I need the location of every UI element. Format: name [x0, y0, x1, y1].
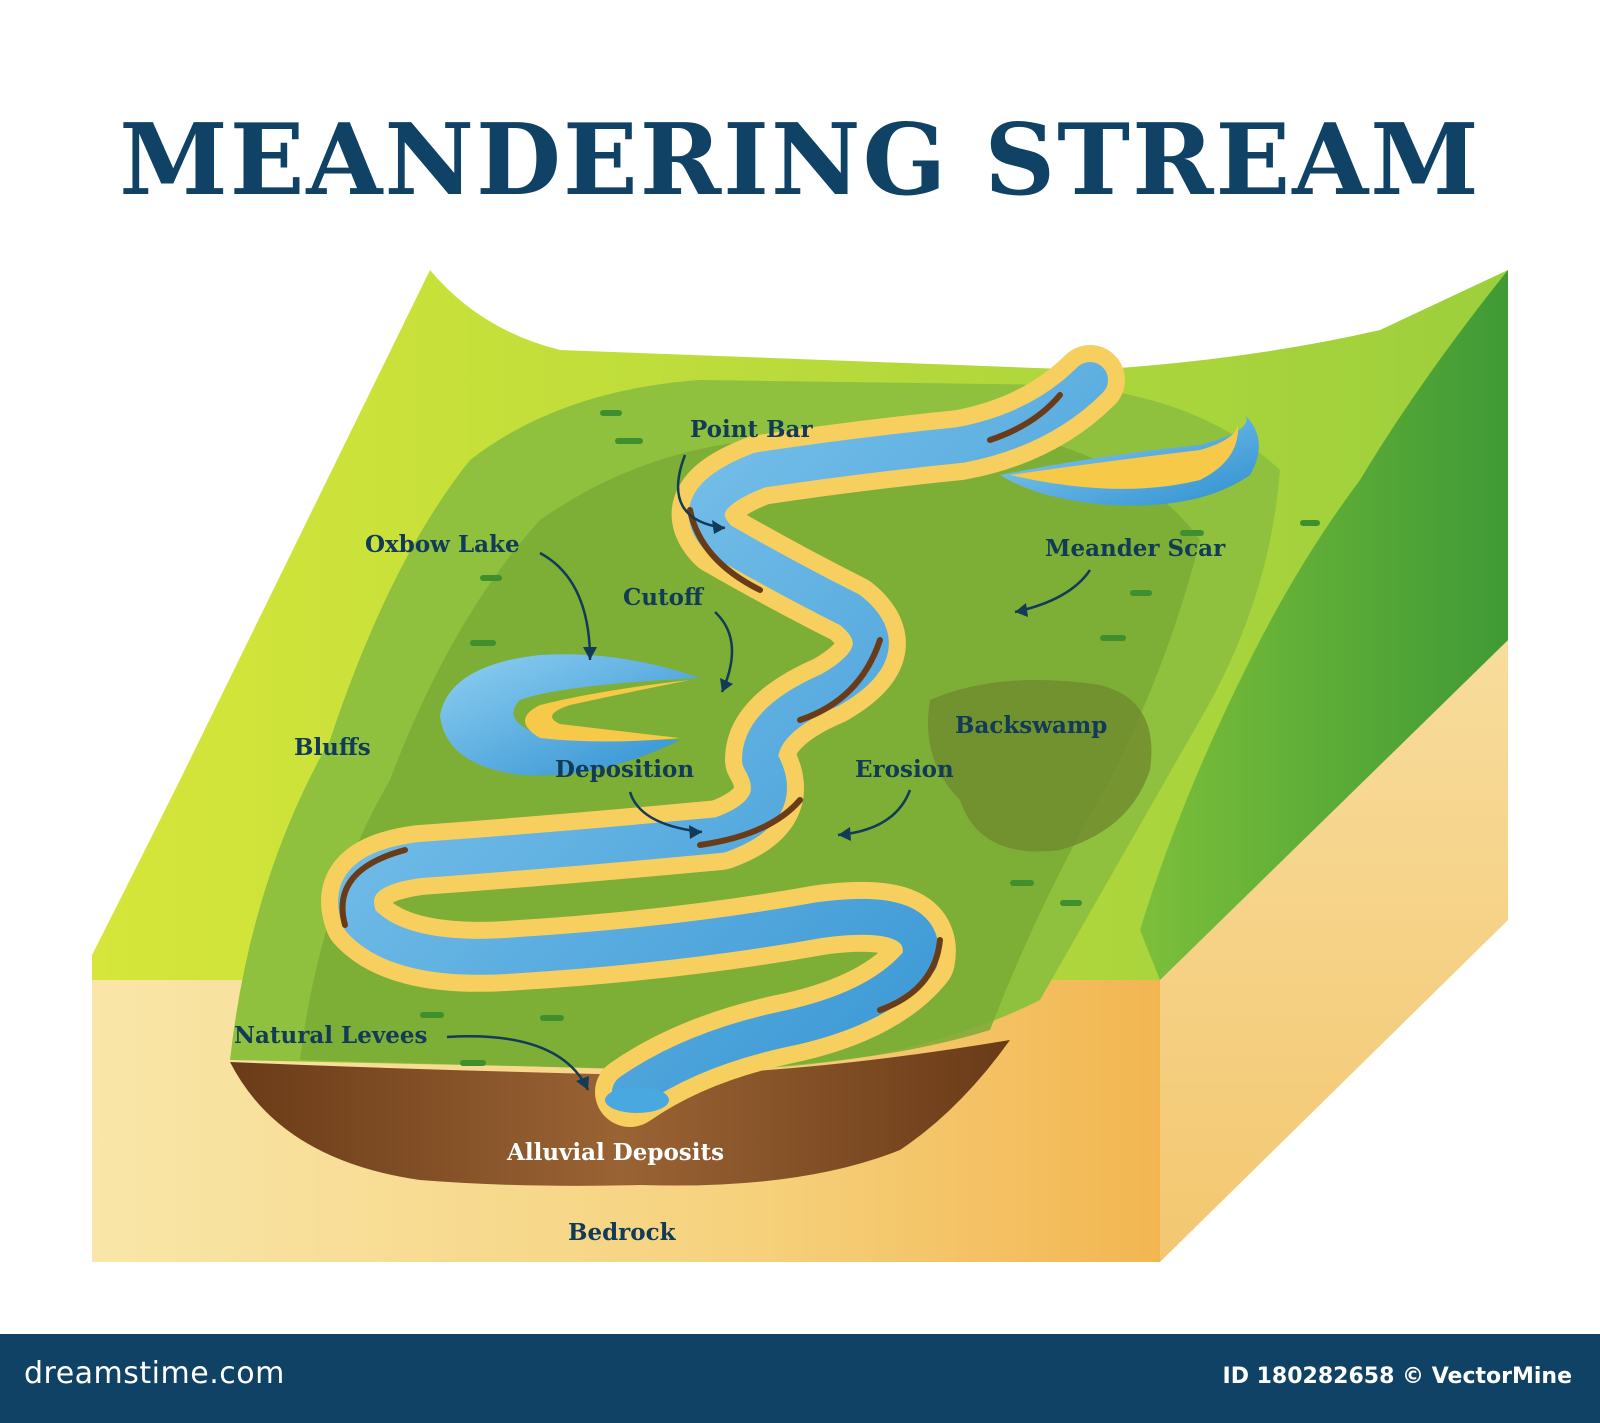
- footer-credit: ID 180282658 © VectorMine: [1222, 1364, 1572, 1389]
- label-deposition: Deposition: [555, 756, 694, 783]
- footer-site-name[interactable]: dreamstime.com: [24, 1356, 285, 1391]
- label-erosion: Erosion: [855, 756, 954, 783]
- oxbow-lake: [440, 654, 700, 776]
- footer-bar: dreamstime.com ID 180282658 © VectorMine: [0, 1334, 1600, 1423]
- meandering-stream-diagram: Point Bar Oxbow Lake Cutoff Meander Scar…: [92, 270, 1508, 1262]
- grass-tufts: [420, 410, 1320, 1066]
- label-alluvial-deposits: Alluvial Deposits: [506, 1139, 724, 1166]
- label-natural-levees: Natural Levees: [234, 1022, 427, 1049]
- page-title: MEANDERING STREAM: [119, 103, 1481, 218]
- label-oxbow-lake: Oxbow Lake: [365, 531, 520, 558]
- backswamp-area: [928, 680, 1152, 852]
- label-backswamp: Backswamp: [955, 712, 1107, 739]
- label-arrows: [446, 454, 1092, 1091]
- label-cutoff: Cutoff: [623, 584, 705, 611]
- label-bluffs: Bluffs: [294, 734, 371, 761]
- right-bluff: [1140, 270, 1508, 980]
- label-meander-scar: Meander Scar: [1045, 535, 1226, 562]
- label-bedrock: Bedrock: [568, 1219, 677, 1246]
- label-point-bar: Point Bar: [690, 416, 813, 443]
- river: [338, 362, 1108, 1110]
